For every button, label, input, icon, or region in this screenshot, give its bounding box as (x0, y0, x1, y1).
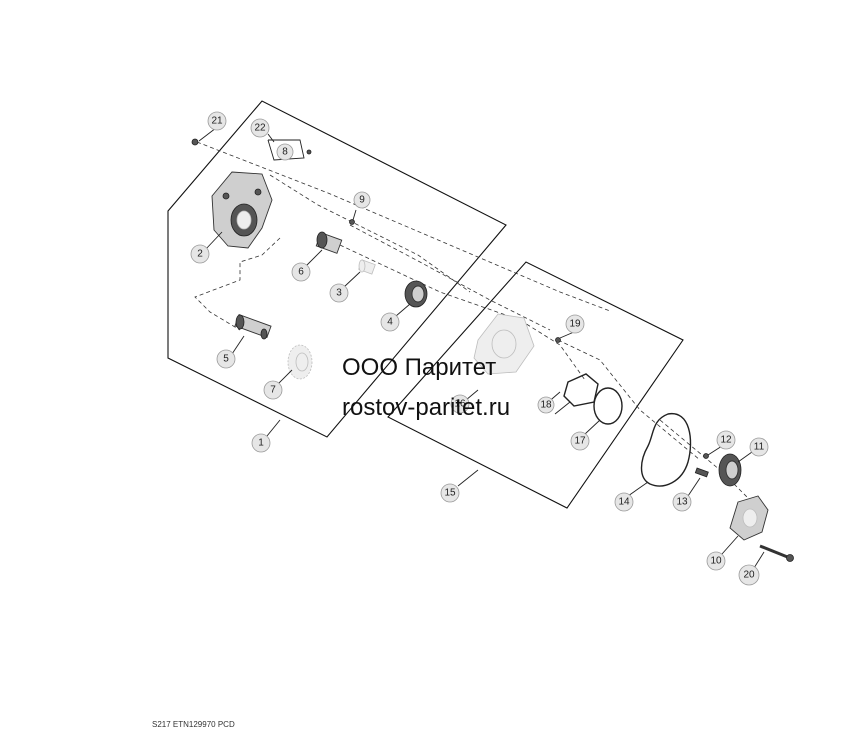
callout-10: 10 (706, 551, 726, 571)
part-3-bushing (358, 259, 376, 275)
svg-text:14: 14 (618, 497, 630, 508)
callouts: 21 22 8 9 2 6 3 4 5 7 1 16 19 18 17 15 1… (190, 111, 769, 586)
callout-19: 19 (565, 314, 585, 334)
part-11-gear (718, 453, 742, 487)
callout-17: 17 (570, 431, 590, 451)
drawing-code: S217 ETN129970 PCD (152, 720, 235, 729)
callout-11: 11 (749, 437, 769, 457)
part-2-housing (211, 171, 273, 249)
part-17-o-ring (593, 387, 623, 425)
callout-9: 9 (353, 191, 371, 209)
callout-5: 5 (216, 349, 236, 369)
part-8-screw (306, 149, 312, 155)
callout-14: 14 (614, 492, 634, 512)
svg-text:18: 18 (540, 400, 552, 411)
part-9-plug (349, 219, 355, 225)
callout-4: 4 (380, 312, 400, 332)
svg-text:1: 1 (258, 438, 264, 449)
part-6-stub-shaft (315, 231, 343, 254)
svg-text:7: 7 (270, 385, 276, 396)
svg-text:2: 2 (197, 249, 203, 260)
part-7-gear (287, 344, 313, 380)
part-18-gasket (563, 373, 599, 407)
svg-text:15: 15 (444, 488, 456, 499)
svg-text:22: 22 (254, 123, 266, 134)
watermark-company: ООО Паритет (342, 354, 497, 381)
assembly-frame-15 (387, 261, 684, 509)
assembly-frame-1 (167, 100, 507, 438)
callout-22: 22 (250, 118, 270, 138)
callout-22-bracket (267, 139, 305, 161)
callout-1: 1 (251, 433, 271, 453)
svg-text:11: 11 (754, 442, 765, 453)
svg-text:6: 6 (298, 267, 304, 278)
callout-6: 6 (291, 262, 311, 282)
part-5-gear-shaft (234, 313, 272, 340)
svg-text:3: 3 (336, 288, 342, 299)
svg-text:21: 21 (211, 116, 223, 127)
svg-text:12: 12 (720, 435, 732, 446)
part-14-large-gasket (640, 413, 692, 487)
callout-12: 12 (716, 430, 736, 450)
svg-text:16: 16 (454, 399, 466, 410)
svg-text:4: 4 (387, 317, 393, 328)
leader-lines (198, 127, 765, 569)
callout-8: 8 (276, 143, 294, 161)
part-12-screw (703, 453, 709, 459)
callout-16: 16 (450, 394, 470, 414)
svg-text:5: 5 (223, 354, 229, 365)
svg-text:20: 20 (743, 570, 755, 581)
svg-text:13: 13 (676, 497, 688, 508)
callout-15: 15 (440, 483, 460, 503)
callout-2: 2 (190, 244, 210, 264)
svg-text:17: 17 (574, 436, 586, 447)
part-4-bearing (404, 280, 428, 308)
svg-text:19: 19 (569, 319, 581, 330)
part-13-bolt (694, 467, 709, 478)
callout-13: 13 (672, 492, 692, 512)
part-19-screw (555, 337, 561, 343)
svg-text:10: 10 (710, 556, 722, 567)
svg-text:9: 9 (359, 195, 365, 206)
callout-21: 21 (207, 111, 227, 131)
callout-18: 18 (537, 396, 555, 414)
part-16-cover (473, 313, 535, 375)
watermark-site: rostov-paritet.ru (342, 394, 511, 421)
alignment-lines (194, 141, 761, 511)
callout-20: 20 (738, 564, 760, 586)
part-10-cover (729, 495, 769, 541)
svg-text:8: 8 (282, 147, 288, 158)
callout-3: 3 (329, 283, 349, 303)
callout-7: 7 (263, 380, 283, 400)
part-21-bolt (191, 138, 199, 146)
part-20-long-bolt (759, 544, 794, 562)
